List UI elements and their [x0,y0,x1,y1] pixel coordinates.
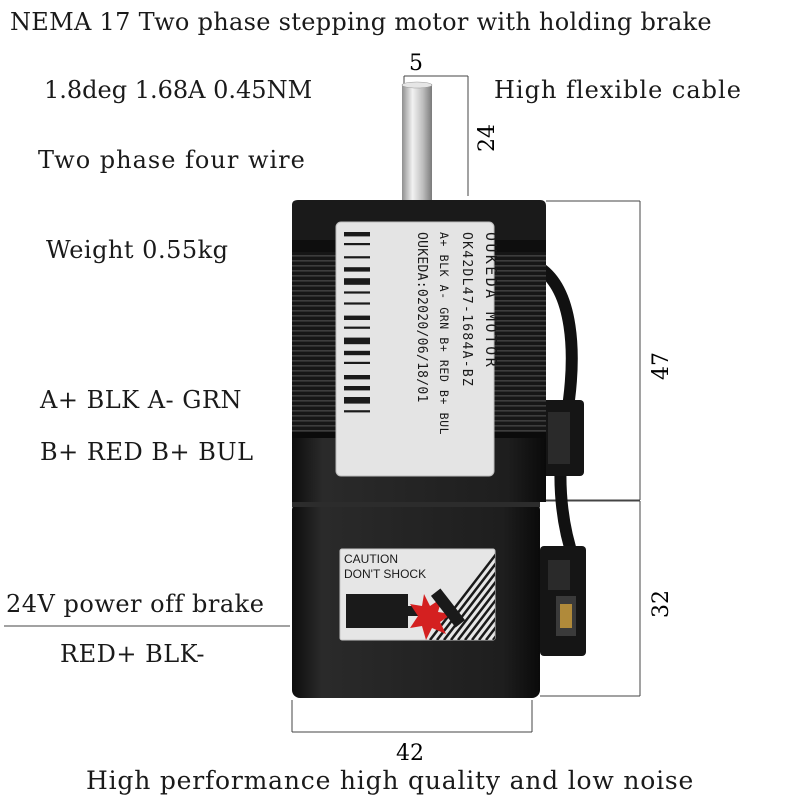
dim-shaft-length: 24 [475,124,500,152]
caution-hatch-line [478,549,495,640]
barcode-bar [344,291,370,294]
spec-weight: Weight 0.55kg [46,236,229,264]
spec-electrical: 1.8deg 1.68A 0.45NM [44,76,313,104]
barcode-bar [344,232,370,237]
dim-shaft-diameter: 5 [409,51,423,76]
wire-colors-b: B+ RED B+ BUL [40,438,254,466]
motor-shaft [401,81,433,204]
spec-cable: High flexible cable [494,76,742,104]
brake-label: 24V power off brake [6,590,265,618]
barcode-bar [344,243,370,246]
caution-hatch-line [429,549,495,640]
barcode-bar [344,397,370,404]
dim-width: 42 [396,741,424,766]
spec-wiring: Two phase four wire [38,146,306,174]
wire-colors-a: A+ BLK A- GRN [40,386,243,414]
nameplate-serial: OUKEDA:02020/06/18/01 [414,232,429,403]
caution-hatch-line [457,549,495,640]
motor-nameplate: OUKEDA MOTOR OK42DL47-1684A-BZ A+ BLK A-… [335,221,500,477]
dim-brake-length: 32 [649,590,674,618]
brake-wires: RED+ BLK- [60,640,205,668]
footer-tagline: High performance high quality and low no… [86,766,695,795]
caution-line-1: CAUTION [344,552,398,566]
motor-cable [536,263,586,656]
shock-spark-icon [410,594,452,640]
nameplate-model: OK42DL47-1684A-BZ [459,232,474,387]
nameplate-wiring: A+ BLK A- GRN B+ RED B+ BUL [437,232,451,435]
barcode [344,232,370,413]
barcode-bar [344,256,370,259]
caution-label: CAUTION DON'T SHOCK [339,548,496,641]
page-title: NEMA 17 Two phase stepping motor with ho… [10,8,712,36]
caution-hatch-line [436,549,495,640]
barcode-bar [344,386,370,391]
barcode-bar [344,361,370,364]
dimension-lines [4,75,641,733]
barcode-bar [344,267,370,272]
caution-terminal-block [346,594,408,628]
caution-hatch-line [471,549,495,640]
barcode-bar [344,315,370,320]
caution-hatch-line [464,549,495,640]
nameplate-brand: OUKEDA MOTOR [482,232,500,369]
barcode-bar [344,410,370,413]
barcode-bar [344,278,370,285]
caution-hatch-line [450,549,495,640]
barcode-bar [344,337,370,345]
dim-motor-length: 47 [649,352,674,380]
barcode-bar [344,375,370,380]
barcode-bar [344,302,370,305]
barcode-bar [344,326,370,329]
caution-line-2: DON'T SHOCK [344,567,426,581]
barcode-bar [344,350,370,356]
